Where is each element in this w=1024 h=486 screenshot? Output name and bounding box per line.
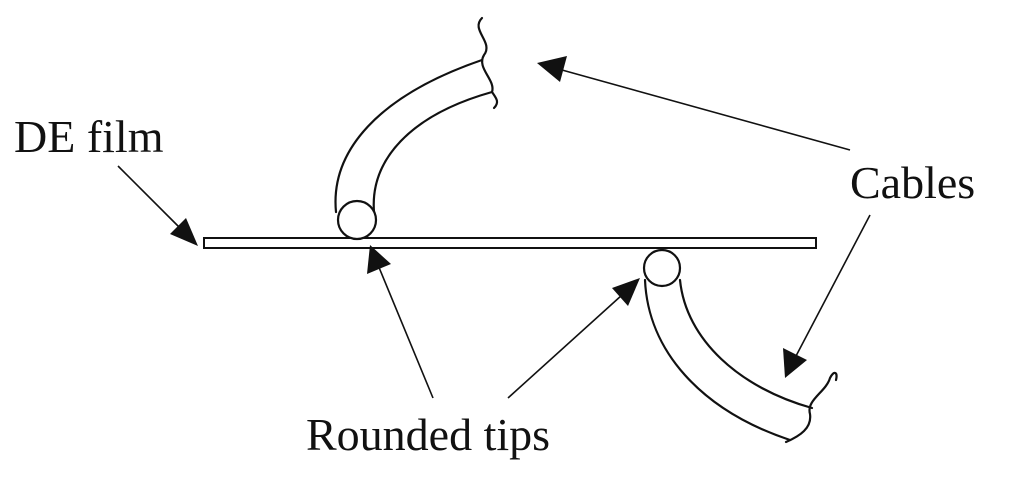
cables-label: Cables [850, 157, 975, 208]
lower-cable-outer-edge [643, 278, 792, 442]
upper-cable [334, 16, 499, 214]
de-film-label: DE film [14, 111, 164, 162]
lower-cable [643, 278, 838, 444]
lower-rounded-tip [642, 248, 682, 288]
upper-cable-cut-end [477, 16, 499, 110]
arrow-cables-upper [537, 56, 851, 151]
arrow-cables-lower [783, 214, 871, 378]
lower-cable-inner-edge [678, 278, 814, 410]
rounded-tips-label: Rounded tips [306, 409, 550, 460]
arrow-de-film [117, 165, 198, 246]
de-film-strip [203, 237, 817, 249]
upper-rounded-tip [336, 199, 378, 241]
upper-cable-outer-edge [334, 58, 484, 214]
lower-cable-cut-end [784, 371, 838, 444]
upper-cable-inner-edge [372, 90, 494, 214]
arrow-rounded-tips-lower [507, 278, 640, 399]
arrow-rounded-tips-upper [367, 245, 434, 399]
